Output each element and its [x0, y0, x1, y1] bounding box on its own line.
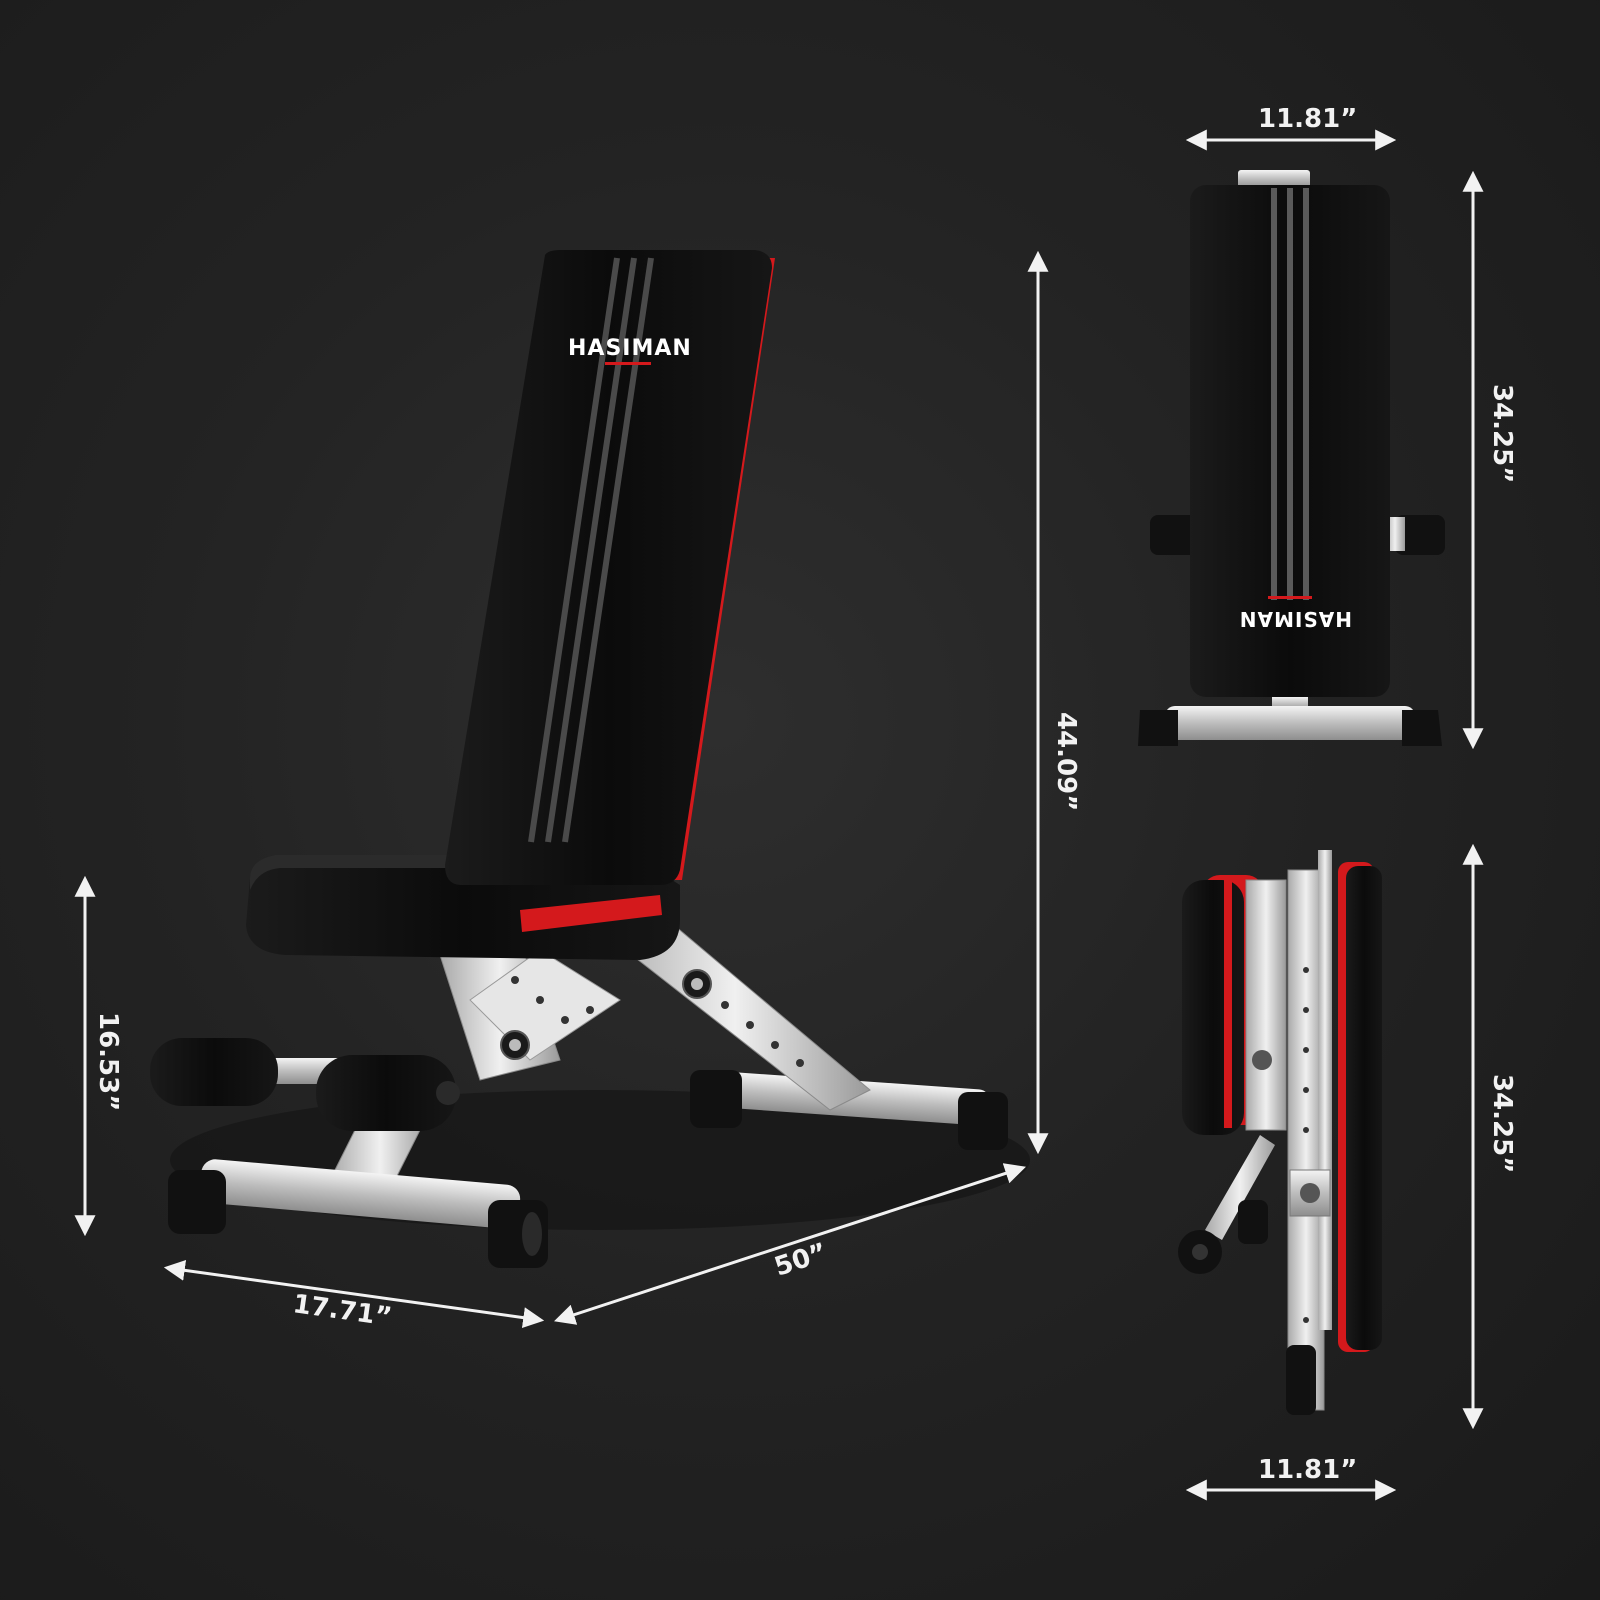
backrest-stripes — [528, 257, 654, 843]
dim-label-length: 50” — [771, 1238, 831, 1283]
dim-label-folded-height: 34.25” — [1487, 1074, 1517, 1173]
dim-label-folded-width: 11.81” — [1258, 1455, 1357, 1485]
dimension-lines — [74, 129, 1484, 1501]
dim-label-seat-height: 16.53” — [93, 1012, 123, 1111]
front-view-bench: HASIMAN — [1138, 170, 1445, 746]
adjust-knob-2 — [500, 1030, 530, 1060]
dim-label-front-height: 34.25” — [1487, 384, 1517, 483]
folded-view-bench — [1178, 850, 1382, 1415]
dim-label-front-width: 11.81” — [1258, 104, 1357, 134]
dim-label-main-height: 44.09” — [1051, 712, 1081, 811]
leg-rollers — [150, 1038, 460, 1131]
adjust-knob — [682, 969, 712, 999]
brand-logo-main: HASIMAN — [568, 336, 692, 361]
dim-label-width: 17.71” — [291, 1289, 394, 1333]
backrest-pad: HASIMAN — [445, 250, 775, 885]
brand-logo-front: HASIMAN — [1239, 607, 1352, 631]
front-stabilizer-bar — [168, 1159, 548, 1268]
main-bench-view: HASIMAN — [150, 250, 1030, 1268]
